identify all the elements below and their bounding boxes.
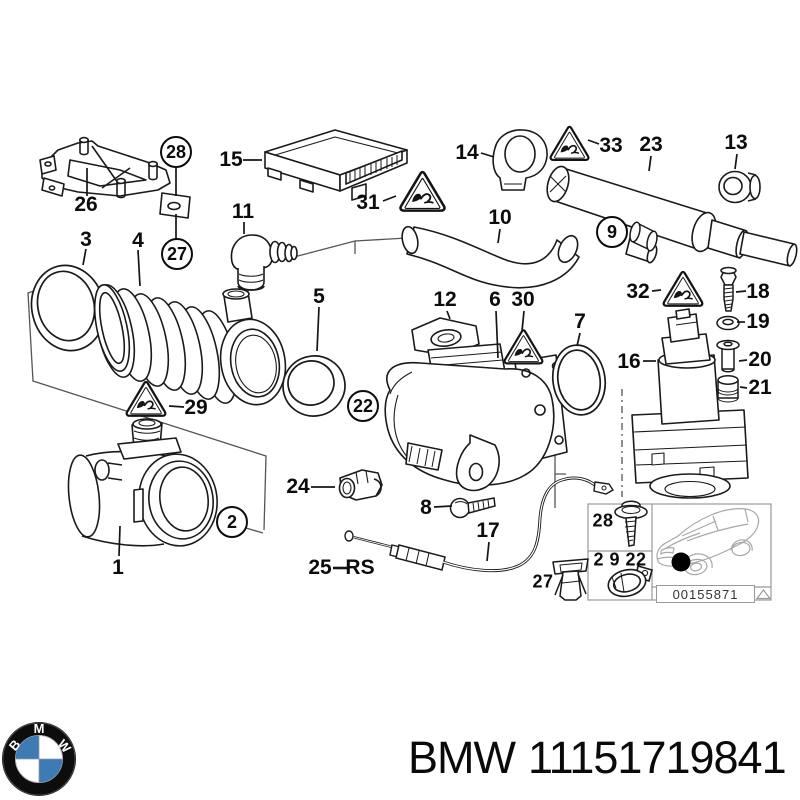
part-7-oring-drawing <box>551 344 607 416</box>
part-9-tube-drawing <box>629 221 658 252</box>
part-26-bracket-drawing <box>39 136 191 219</box>
part-10-hose-drawing <box>401 225 580 289</box>
inset-screw-28-drawing <box>614 500 648 547</box>
part-17-cable-drawing <box>344 476 614 573</box>
warning-triangle-33-icon <box>549 125 590 162</box>
part-number-text: 11151719841 <box>527 732 787 783</box>
part-15-ecu-drawing <box>264 129 408 201</box>
part-8-bolt-drawing <box>449 497 496 519</box>
car-illustration <box>656 508 760 576</box>
part-3-ring-drawing <box>30 264 106 352</box>
bmw-logo: B M W <box>2 721 76 796</box>
part-24-clamp-drawing <box>338 469 383 501</box>
warning-triangle-29-icon <box>125 380 167 417</box>
part-18-bolt-drawing <box>720 266 737 312</box>
part-21-grommet-drawing <box>717 375 739 403</box>
part-16-idle-valve-drawing <box>631 308 749 499</box>
warning-triangle-30-icon <box>503 329 544 365</box>
part-23-pump-drawing <box>546 165 798 267</box>
part-14-holder-drawing <box>492 129 548 191</box>
inset-hose-clamp-drawing <box>607 564 653 598</box>
part-5-sleeve-drawing <box>282 355 346 417</box>
part-6-throttle-body-drawing <box>384 343 568 492</box>
warning-triangle-32-icon <box>662 270 704 307</box>
image-code-plate: 00155871 <box>656 585 755 603</box>
part-20-bushing-drawing <box>716 339 740 373</box>
svg-text:M: M <box>34 721 45 736</box>
part-11-elbow-drawing <box>230 234 298 291</box>
brand-text: BMW <box>408 732 516 783</box>
part-4-bellows-drawing <box>93 284 287 406</box>
warning-triangle-31-icon <box>399 170 446 212</box>
callout-leader-lines <box>82 139 748 570</box>
part-19-washer-drawing <box>716 315 740 331</box>
part-13-grommet-drawing <box>718 170 761 204</box>
part-1-maf-sensor-drawing <box>67 418 218 547</box>
inset-rivet-27-drawing <box>552 558 589 601</box>
location-dot <box>671 552 691 572</box>
